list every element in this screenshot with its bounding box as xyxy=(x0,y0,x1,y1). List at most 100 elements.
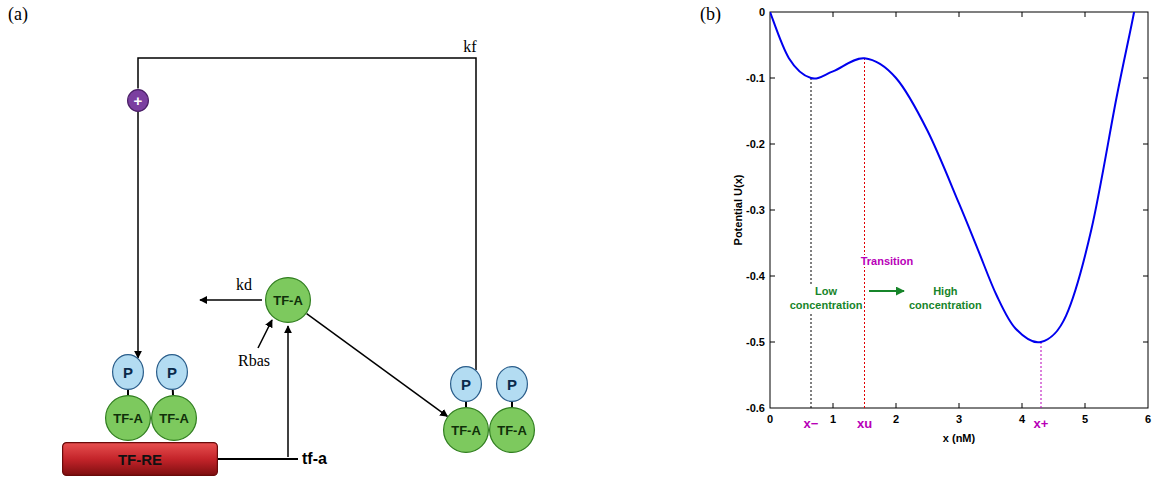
x-tick xyxy=(833,12,834,17)
state-label: Low concentration xyxy=(789,284,864,312)
axis-title: x (nM) xyxy=(943,432,975,444)
bond-line xyxy=(127,390,129,395)
transition-arrow xyxy=(869,290,904,292)
x-tick xyxy=(833,403,834,408)
gene-label: tf-a xyxy=(302,450,327,468)
x-tick-label: 2 xyxy=(893,413,899,425)
x-tick xyxy=(959,12,960,17)
plot-frame xyxy=(770,12,1148,408)
phosphate-circle: P xyxy=(156,354,188,390)
y-tick xyxy=(1143,342,1148,343)
node-label: TF-A xyxy=(497,423,527,438)
y-tick xyxy=(770,276,775,277)
node-label: TF-A xyxy=(113,411,143,426)
node-label: TF-A xyxy=(159,411,189,426)
y-tick xyxy=(770,210,775,211)
y-tick-label: 0 xyxy=(759,6,765,18)
node-label: + xyxy=(134,92,143,109)
phosphate-circle: P xyxy=(112,354,144,390)
synthesis-arrow xyxy=(287,326,289,457)
node-shape xyxy=(157,355,188,390)
x-tick xyxy=(896,403,897,408)
response-element-box: TF-RE xyxy=(62,442,218,476)
x-tick-label: 1 xyxy=(830,413,836,425)
activation-symbol: + xyxy=(127,89,149,112)
node-label: TF-A xyxy=(451,423,481,438)
node-shape xyxy=(497,367,528,402)
node-shape xyxy=(444,408,489,453)
axis-title: Potential U(x) xyxy=(732,175,744,246)
phosphate-circle: P xyxy=(450,366,482,402)
x-tick xyxy=(896,12,897,17)
reaction-arrow xyxy=(137,112,139,358)
x-tick xyxy=(1022,403,1023,408)
panel-letter: (a) xyxy=(8,4,28,25)
protein-circle: TF-A xyxy=(265,277,311,323)
x-tick xyxy=(1085,403,1086,408)
bond-line xyxy=(172,390,174,395)
panel-letter: (b) xyxy=(700,4,721,25)
x-tick-label: 0 xyxy=(767,413,773,425)
protein-circle: TF-A xyxy=(105,395,151,441)
x-tick-label: 3 xyxy=(956,413,962,425)
protein-circle: TF-A xyxy=(489,407,535,453)
x-tick-label: 6 xyxy=(1145,413,1151,425)
y-tick xyxy=(1143,78,1148,79)
node-shape xyxy=(128,89,149,111)
potential-curve xyxy=(770,12,1142,342)
transition-label: Transition xyxy=(861,255,914,267)
x-tick-label: 4 xyxy=(1019,413,1025,425)
protein-circle: TF-A xyxy=(443,407,489,453)
y-tick xyxy=(1143,144,1148,145)
axis-ticks xyxy=(770,12,1148,408)
feedback-line xyxy=(138,58,476,370)
max-marker-line xyxy=(1041,342,1042,408)
node-shape xyxy=(106,396,151,441)
node-label: P xyxy=(461,376,471,393)
y-tick-label: -0.6 xyxy=(746,402,765,414)
node-shape xyxy=(113,355,144,390)
point-label: x+ xyxy=(1034,416,1049,431)
node-shape xyxy=(152,396,197,441)
node-label: P xyxy=(123,364,133,381)
node-label: TF-RE xyxy=(118,451,162,468)
y-tick-label: -0.2 xyxy=(746,138,765,150)
y-tick xyxy=(770,342,775,343)
barrier-marker-line xyxy=(864,58,865,408)
y-tick-label: -0.3 xyxy=(746,204,765,216)
x-tick xyxy=(1022,12,1023,17)
point-label: xu xyxy=(857,416,872,431)
y-tick-label: -0.5 xyxy=(746,336,765,348)
node-shape xyxy=(490,408,535,453)
node-shape xyxy=(266,278,311,323)
y-tick xyxy=(770,144,775,145)
y-tick-label: -0.1 xyxy=(746,72,765,84)
rate-label: Rbas xyxy=(238,352,270,370)
protein-circle: TF-A xyxy=(151,395,197,441)
bond-line xyxy=(465,402,467,407)
x-tick xyxy=(959,403,960,408)
bond-line xyxy=(511,402,513,407)
node-label: P xyxy=(507,376,517,393)
x-tick xyxy=(1085,12,1086,17)
node-shape xyxy=(63,443,218,476)
node-label: P xyxy=(167,364,177,381)
y-tick xyxy=(1143,276,1148,277)
x-tick-label: 5 xyxy=(1082,413,1088,425)
rate-label: kd xyxy=(236,276,252,294)
y-tick xyxy=(770,78,775,79)
node-label: TF-A xyxy=(273,293,303,308)
reaction-arrow xyxy=(307,314,448,417)
node-shape xyxy=(451,367,482,402)
degradation-arrow xyxy=(200,299,262,301)
min-marker-line xyxy=(811,78,812,408)
phosphate-circle: P xyxy=(496,366,528,402)
rate-label: kf xyxy=(463,38,476,56)
y-tick-label: -0.4 xyxy=(746,270,765,282)
point-label: x− xyxy=(804,416,819,431)
state-label: High concentration xyxy=(908,284,983,312)
y-tick xyxy=(1143,210,1148,211)
basal-rate-arrow xyxy=(258,320,272,348)
